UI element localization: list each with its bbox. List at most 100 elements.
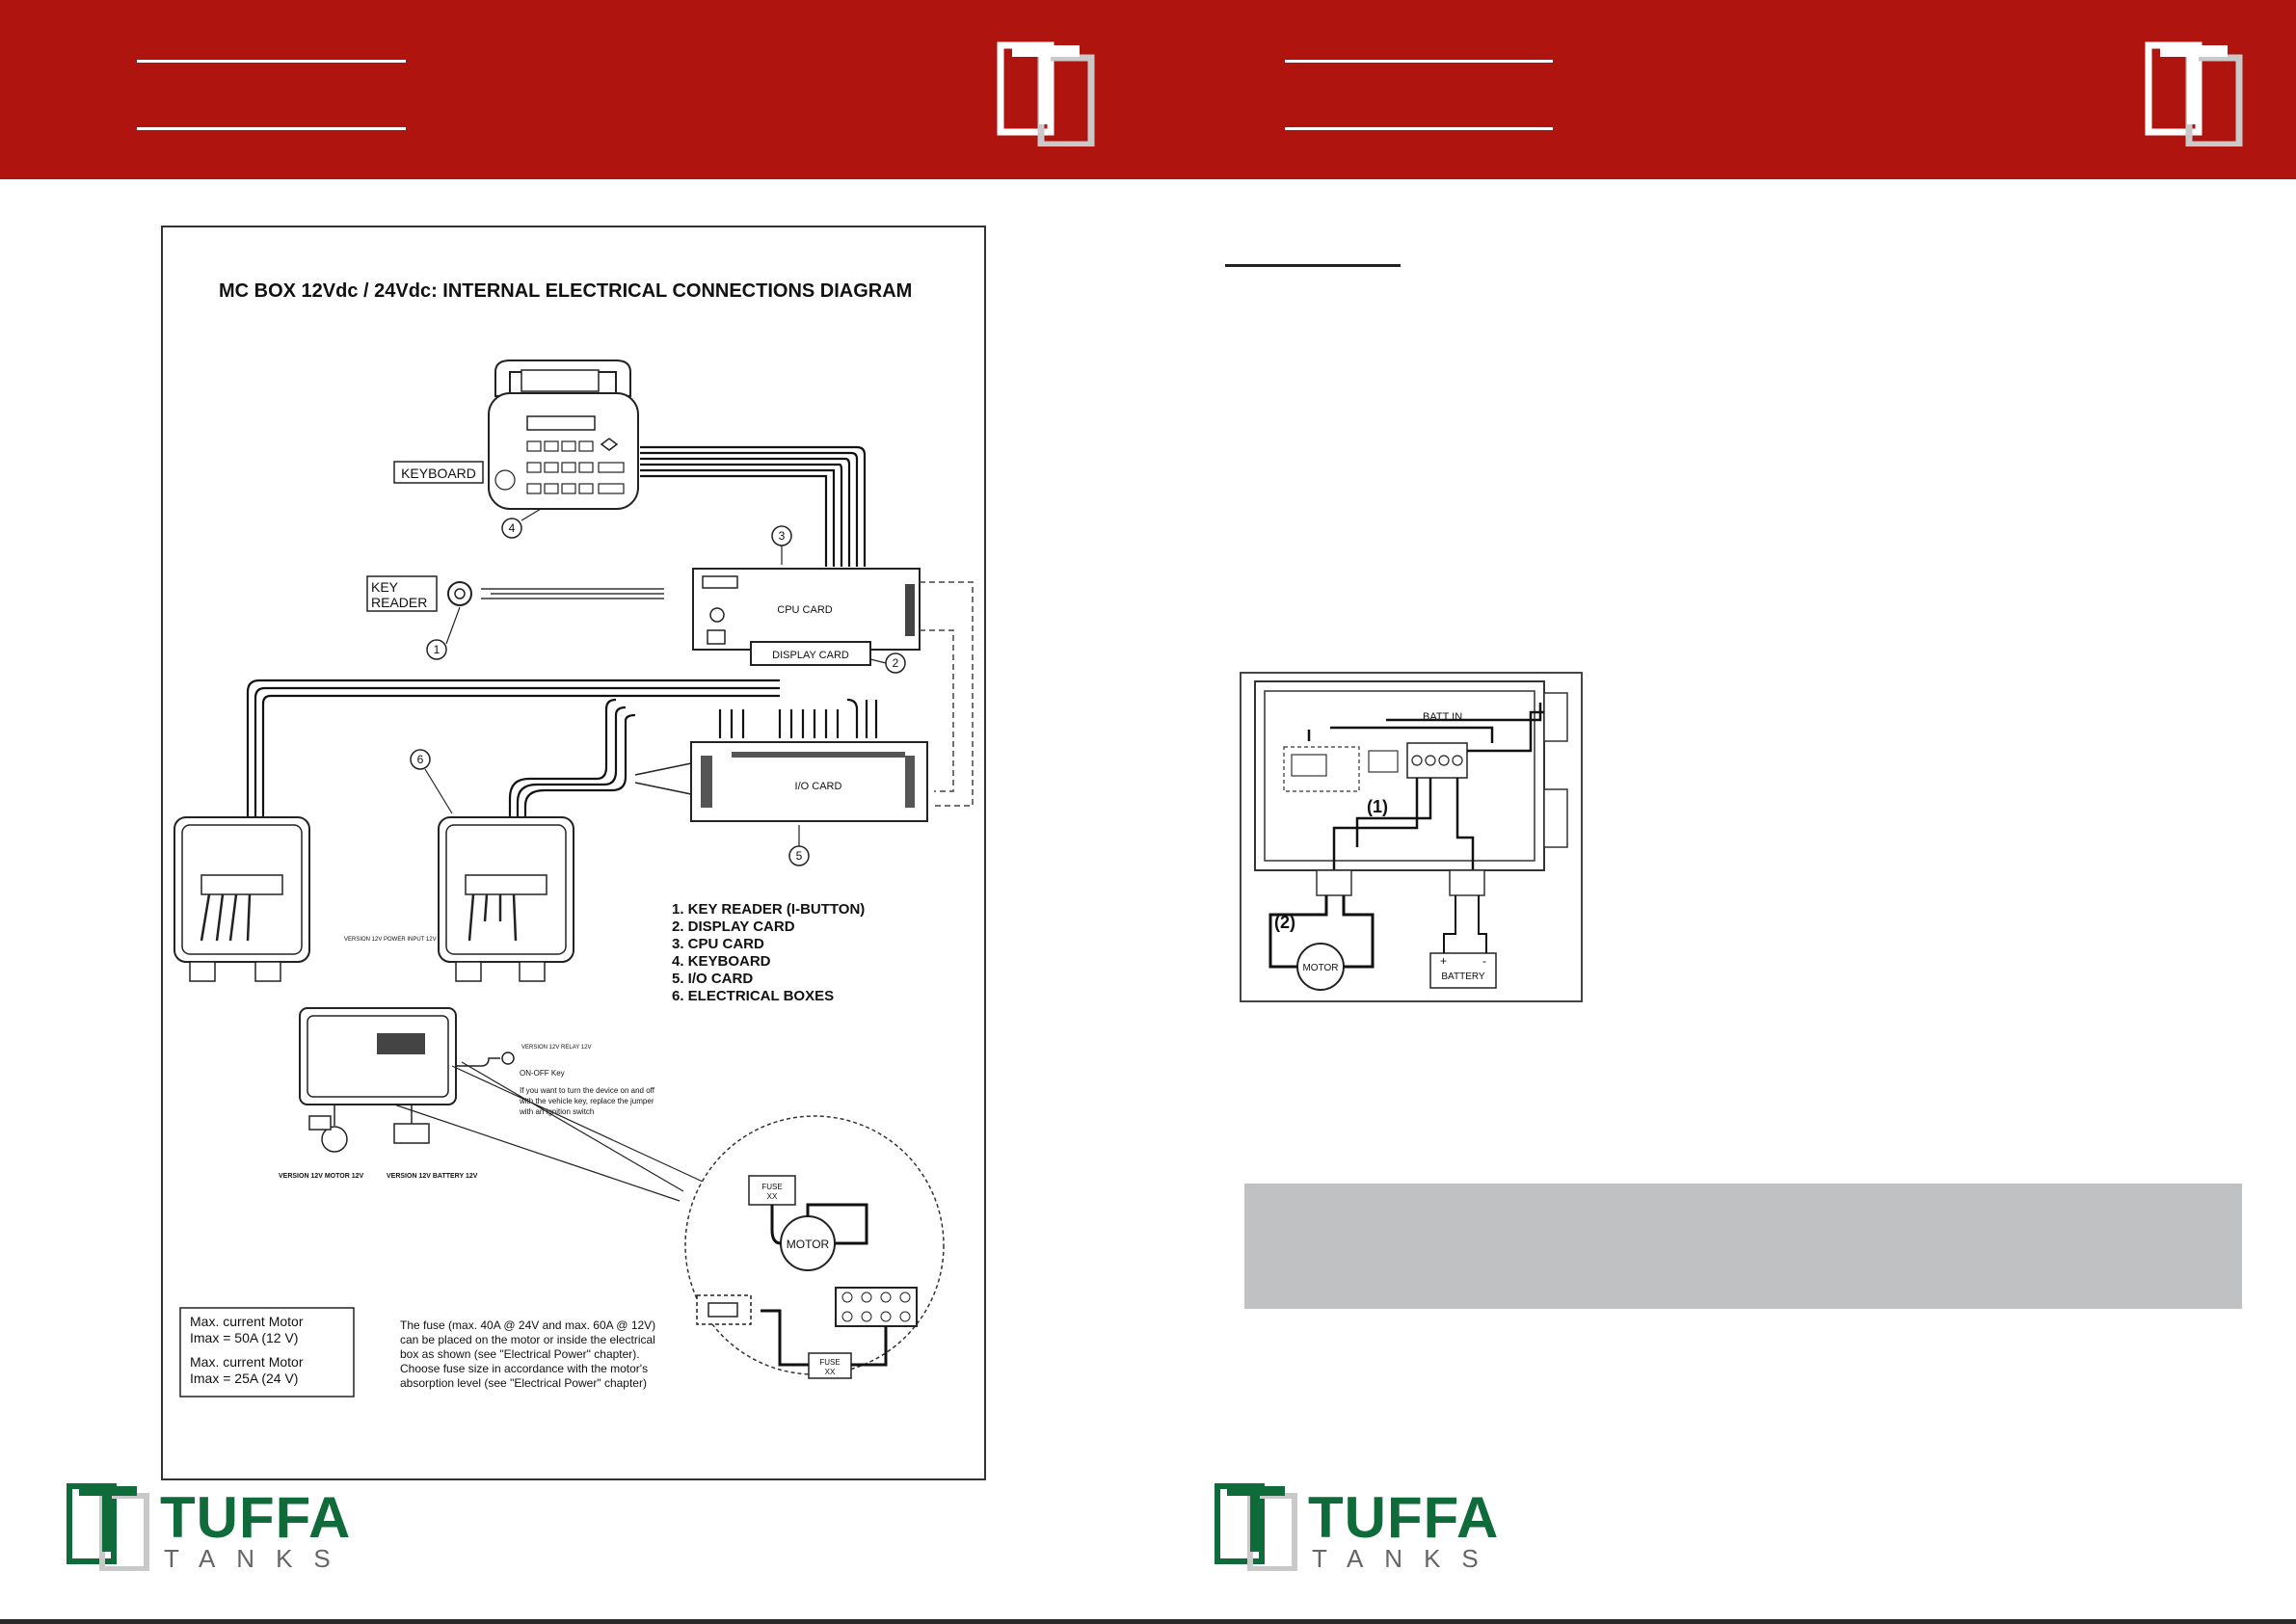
cable-bundle	[246, 679, 878, 825]
box-wires	[200, 893, 252, 942]
page-header	[0, 0, 2296, 179]
fuse-note-line: The fuse (max. 40A @ 24V and max. 60A @ …	[400, 1318, 655, 1332]
battery-minus: -	[1482, 954, 1486, 968]
keyboard-label: KEYBOARD	[401, 466, 476, 481]
fuse-note-line: Choose fuse size in accordance with the …	[400, 1362, 648, 1375]
callout-leader	[424, 508, 887, 846]
battery-icon	[1429, 952, 1497, 989]
legend-item: 2. DISPLAY CARD	[672, 918, 795, 935]
fuse-icon	[748, 1175, 796, 1206]
callout-1-label: (1)	[1367, 797, 1388, 816]
tuffa-logo-icon	[997, 41, 1095, 146]
signal-wire	[634, 762, 692, 795]
version-label: VERSION 12V RELAY 12V	[521, 1045, 591, 1051]
legend-item: 5. I/O CARD	[672, 971, 753, 987]
fuse-label: XX	[825, 1368, 836, 1376]
brand-name: TUFFA	[1308, 1485, 1500, 1550]
current-spec-line: Max. current Motor	[190, 1354, 304, 1370]
mc-box	[299, 1007, 457, 1105]
display-card-label: DISPLAY CARD	[772, 650, 849, 661]
cpu-card	[702, 575, 738, 589]
brand-name: TUFFA	[160, 1485, 352, 1550]
callout-number: 2	[893, 656, 899, 670]
diagram-title: MC BOX 12Vdc / 24Vdc: INTERNAL ELECTRICA…	[219, 280, 912, 302]
version-label: VERSION 12V BATTERY 12V	[387, 1173, 478, 1180]
version-label: VERSION 12V MOTOR 12V	[279, 1173, 364, 1180]
cable-gland	[1543, 692, 1568, 742]
current-spec-box	[179, 1307, 355, 1398]
io-card-connector	[905, 756, 915, 808]
relay-icon	[707, 1302, 738, 1318]
fuse-label: FUSE	[761, 1183, 782, 1191]
wiring-diagram-drawing: MC BOX 12Vdc / 24Vdc: INTERNAL ELECTRICA…	[174, 280, 974, 1398]
fuse-label: FUSE	[819, 1358, 840, 1367]
box-wires	[467, 893, 518, 942]
tuffa-logo-icon	[67, 1483, 149, 1571]
terminal-block	[465, 874, 547, 895]
header-rule	[137, 127, 406, 130]
on-off-key-label: ON-OFF Key	[520, 1069, 565, 1078]
tuffa-logo-icon	[1215, 1483, 1297, 1571]
fuse-note-line: box as shown (see "Electrical Power" cha…	[400, 1347, 640, 1361]
io-card-connector	[701, 756, 712, 808]
page-bottom-rule	[0, 1619, 2296, 1624]
cable-gland	[189, 961, 216, 982]
brand-subtitle: TANKS	[164, 1544, 352, 1573]
header-rule	[1285, 127, 1553, 130]
ignition-note: with an ignition switch	[519, 1107, 594, 1116]
zoom-lines	[393, 1061, 704, 1202]
on-off-key-icon	[501, 1052, 515, 1065]
motor-label: MOTOR	[1302, 963, 1338, 973]
mc-box-terminals	[377, 1033, 425, 1054]
battery-wires	[1443, 895, 1487, 953]
keyboard-label-box	[393, 461, 484, 484]
box-wiring-diagram: BATT IN (1) (2) MOTOR BATTERY + -	[1240, 672, 1583, 1002]
relay-icon	[1291, 754, 1327, 777]
cpu-card	[709, 607, 725, 623]
legend-item: 1. KEY READER (I-BUTTON)	[672, 901, 865, 918]
electrical-box	[445, 824, 567, 955]
current-spec-line: Imax = 25A (24 V)	[190, 1371, 298, 1386]
keyboard-cable	[640, 445, 867, 567]
fuse-wires	[761, 1309, 888, 1367]
callout-marker	[410, 749, 431, 770]
terminal-block	[1406, 742, 1468, 779]
motor-wires	[1268, 895, 1375, 969]
cable-gland	[1316, 869, 1352, 896]
terminal-block	[1411, 755, 1463, 766]
electrical-box	[181, 824, 303, 955]
mc-box-wires	[334, 1105, 413, 1126]
key-reader-label: READER	[371, 595, 427, 610]
key-reader-label: KEY	[371, 579, 399, 595]
dashed-cable	[920, 581, 974, 807]
motor-icon	[308, 1115, 332, 1131]
legend-item: 4. KEYBOARD	[672, 953, 771, 970]
dashed-cable	[920, 629, 954, 792]
io-card-connector	[732, 752, 905, 758]
section-underline	[1225, 264, 1401, 267]
mc-box	[307, 1015, 449, 1098]
key-reader-cable	[481, 588, 664, 599]
key-reader-icon	[454, 588, 466, 599]
header-rule	[1285, 60, 1553, 63]
legend-item: 6. ELECTRICAL BOXES	[672, 988, 834, 1004]
legend: 1. KEY READER (I-BUTTON) 2. DISPLAY CARD…	[672, 901, 865, 1004]
battery-label: BATTERY	[1441, 972, 1485, 982]
motor-label: MOTOR	[787, 1238, 830, 1251]
ignition-note: If you want to turn the device on and of…	[520, 1086, 655, 1095]
callout-number: 5	[796, 849, 803, 863]
cable-gland	[1449, 869, 1485, 896]
note-box	[1244, 1184, 2242, 1309]
callout-2-label: (2)	[1274, 913, 1295, 932]
current-spec-line: Imax = 50A (12 V)	[190, 1330, 298, 1345]
tuffa-logo-icon	[2145, 41, 2243, 146]
switch-icon	[1368, 750, 1399, 773]
terminal-block	[835, 1287, 918, 1327]
footer-brand: TUFFA TANKS	[1214, 1482, 1498, 1573]
cpu-card-label: CPU CARD	[777, 604, 833, 616]
cpu-card-connector	[905, 584, 915, 636]
callout-marker	[426, 639, 447, 660]
battery-plus: +	[1440, 954, 1447, 968]
motor-icon	[321, 1126, 348, 1153]
fuse-note-line: absorption level (see "Electrical Power"…	[400, 1376, 647, 1390]
